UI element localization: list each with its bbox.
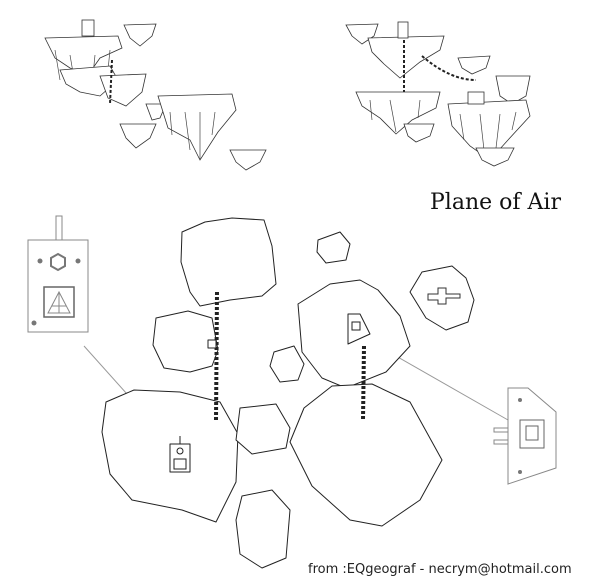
map-title: Plane of Air — [430, 190, 561, 215]
island — [235, 403, 291, 455]
island — [289, 383, 443, 527]
island — [316, 231, 351, 264]
elevation-view-left — [44, 19, 267, 171]
elevation-view-right — [345, 21, 531, 167]
structure-right — [347, 313, 371, 345]
island — [409, 265, 475, 331]
chain — [214, 291, 219, 421]
island — [269, 345, 305, 383]
credit-text: from :EQgeograf - necrym@hotmail.com — [308, 562, 572, 577]
detail-inset-right — [493, 387, 557, 485]
island — [180, 217, 277, 307]
island — [235, 489, 291, 569]
detail-inset-left — [27, 215, 89, 333]
chain-ring — [207, 339, 217, 349]
islands — [101, 217, 475, 569]
small-structure — [427, 287, 461, 305]
chain — [361, 345, 366, 421]
structure-left — [169, 436, 191, 473]
island — [152, 310, 219, 373]
